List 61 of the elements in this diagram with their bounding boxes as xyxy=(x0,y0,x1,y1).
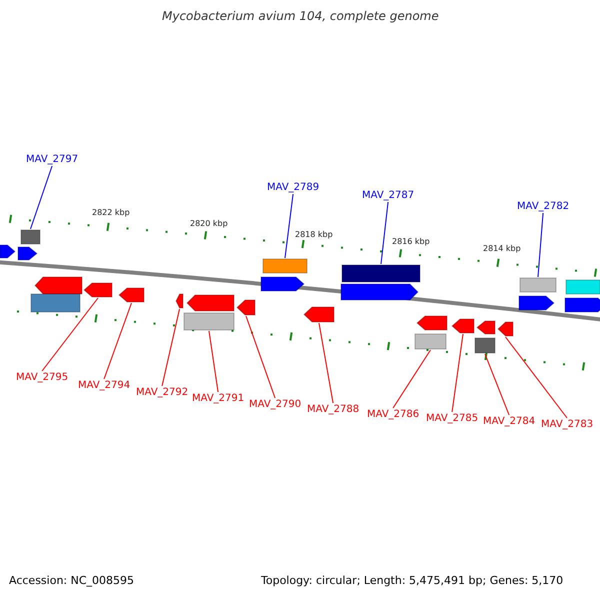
gene-block xyxy=(34,276,82,294)
leader-line xyxy=(380,202,389,264)
leader-line xyxy=(538,212,544,278)
gene-label: MAV_2791 xyxy=(192,393,244,404)
scale-label: 2822 kbp xyxy=(92,209,130,218)
leader-line xyxy=(162,308,180,386)
gene-label: MAV_2786 xyxy=(367,409,420,420)
gene-block xyxy=(0,244,16,258)
gene-box xyxy=(20,230,40,244)
gene-block xyxy=(118,288,144,302)
leader-line xyxy=(452,334,464,412)
scale-label: 2820 kbp xyxy=(190,220,228,229)
leader-line xyxy=(318,322,334,404)
scale-label: 2818 kbp xyxy=(295,231,333,240)
leader-line xyxy=(246,316,276,398)
gene-box xyxy=(474,338,496,354)
gene-box xyxy=(30,294,80,312)
leader-line xyxy=(284,194,294,258)
gene-block xyxy=(416,316,448,330)
leader-line xyxy=(484,354,510,416)
gene-block xyxy=(175,294,184,308)
scale-label: 2814 kbp xyxy=(483,245,521,254)
leader-line xyxy=(392,350,431,408)
leader-line xyxy=(505,336,568,418)
gene-label: MAV_2788 xyxy=(307,404,360,415)
leader-line xyxy=(208,330,219,392)
gene-label: MAV_2787 xyxy=(362,190,414,201)
leader-line xyxy=(104,302,132,380)
accession-text: Accession: NC_008595 xyxy=(9,575,134,588)
gene-block xyxy=(236,300,256,316)
gene-block xyxy=(83,282,112,298)
leader-line xyxy=(42,298,98,372)
gene-label: MAV_2785 xyxy=(426,413,478,424)
gene-label: MAV_2782 xyxy=(517,201,570,212)
title: Mycobacterium avium 104, complete genome xyxy=(162,10,439,24)
gene-box xyxy=(566,280,600,294)
gene-block xyxy=(564,298,600,312)
genome-summary-text: Topology: circular; Length: 5,475,491 bp; Genes: 5,170 xyxy=(261,575,564,588)
gene-label: MAV_2790 xyxy=(249,399,302,410)
gene-label: MAV_2797 xyxy=(26,154,78,165)
leader-line xyxy=(30,166,53,230)
gene-label: MAV_2792 xyxy=(136,387,188,398)
scale-label: 2816 kbp xyxy=(392,238,430,247)
gene-block xyxy=(260,276,305,292)
gene-label: MAV_2794 xyxy=(78,380,130,391)
gene-block xyxy=(340,284,419,300)
gene-block xyxy=(451,318,474,334)
gene-label: MAV_2795 xyxy=(16,372,68,383)
gene-box xyxy=(184,312,234,330)
gene-block xyxy=(518,296,555,310)
gene-box xyxy=(414,334,446,350)
gene-block xyxy=(476,320,496,334)
gene-block xyxy=(303,306,334,322)
gene-box xyxy=(342,264,420,282)
gene-label: MAV_2783 xyxy=(541,419,594,430)
gene-box xyxy=(262,258,308,274)
gene-box xyxy=(520,278,556,292)
gene-block xyxy=(18,246,38,260)
gene-label: MAV_2784 xyxy=(483,416,536,427)
gene-block xyxy=(497,322,514,336)
gene-label: MAV_2789 xyxy=(267,182,320,193)
